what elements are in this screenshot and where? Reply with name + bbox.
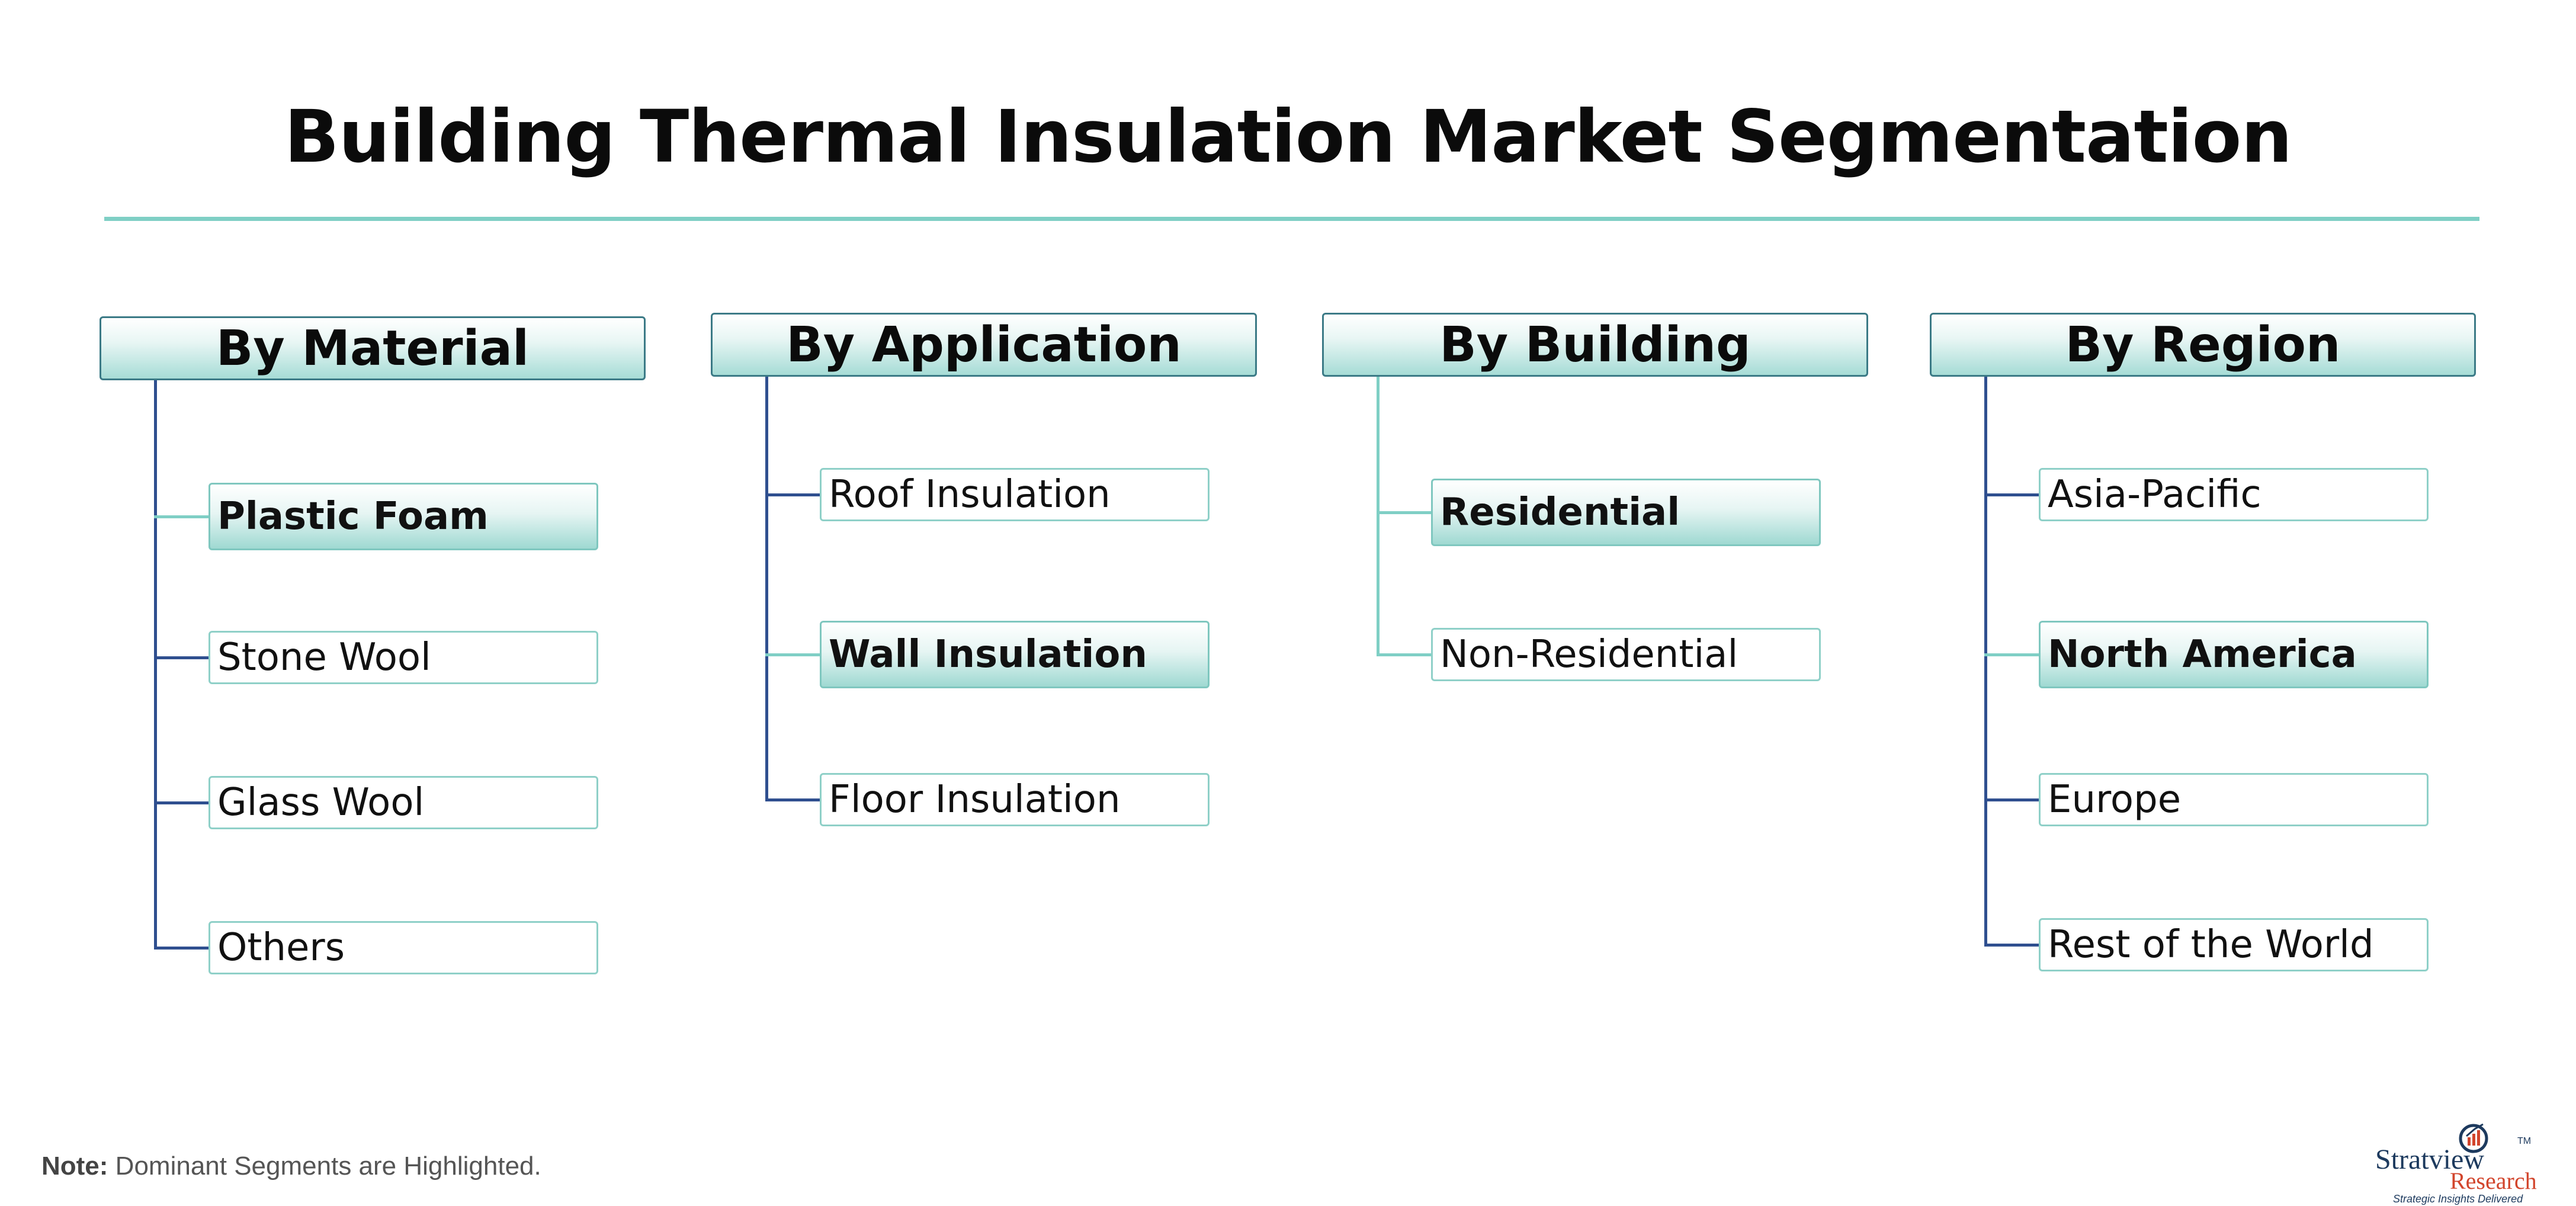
tree-branch-line: [154, 947, 208, 950]
tree-branch-line: [765, 493, 820, 496]
tree-branch-line: [1377, 653, 1431, 656]
segment-box: Stone Wool: [208, 631, 598, 684]
segment-box: Glass Wool: [208, 776, 598, 829]
logo-name: Stratview: [2375, 1144, 2484, 1175]
segment-box: Floor Insulation: [820, 773, 1210, 826]
tree-branch-line: [1377, 511, 1431, 514]
logo-target-icon: [2459, 1123, 2488, 1153]
segment-box: Rest of the World: [2039, 918, 2429, 971]
tree-branch-line: [765, 653, 820, 656]
segment-box: Roof Insulation: [820, 468, 1210, 521]
tree-branch-line: [154, 801, 208, 804]
segment-box: Europe: [2039, 773, 2429, 826]
tree-trunk-line: [1377, 377, 1380, 656]
tree-branch-line: [154, 515, 208, 518]
page-title: Building Thermal Insulation Market Segme…: [284, 95, 2293, 179]
segment-box: Others: [208, 921, 598, 974]
segment-box-dominant: Residential: [1431, 479, 1821, 546]
segment-box-dominant: Plastic Foam: [208, 483, 598, 550]
note-text: Dominant Segments are Highlighted.: [115, 1152, 541, 1181]
tree-branch-line: [1984, 653, 2039, 656]
tree-branch-line: [1984, 493, 2039, 496]
logo-tagline: Strategic Insights Delivered: [2393, 1193, 2523, 1205]
segment-box: Non-Residential: [1431, 628, 1821, 681]
segment-box-dominant: North America: [2039, 621, 2429, 688]
logo-trademark: TM: [2517, 1136, 2532, 1146]
note-label: Note:: [41, 1152, 108, 1181]
column-header: By Material: [100, 316, 646, 380]
company-logo: Stratview TM Research Strategic Insights…: [2369, 1120, 2559, 1205]
segment-box-dominant: Wall Insulation: [820, 621, 1210, 688]
tree-branch-line: [154, 656, 208, 659]
tree-trunk-line: [765, 377, 768, 801]
segment-box: Asia-Pacific: [2039, 468, 2429, 521]
tree-branch-line: [765, 798, 820, 801]
column-header: By Region: [1930, 313, 2476, 377]
footnote: Note: Dominant Segments are Highlighted.: [41, 1152, 541, 1181]
tree-branch-line: [1984, 798, 2039, 801]
tree-branch-line: [1984, 944, 2039, 947]
logo-subname: Research: [2450, 1167, 2537, 1194]
tree-trunk-line: [1984, 377, 1987, 947]
title-divider: [104, 217, 2479, 221]
column-header: By Application: [711, 313, 1257, 377]
tree-trunk-line: [154, 380, 157, 950]
column-header: By Building: [1322, 313, 1868, 377]
